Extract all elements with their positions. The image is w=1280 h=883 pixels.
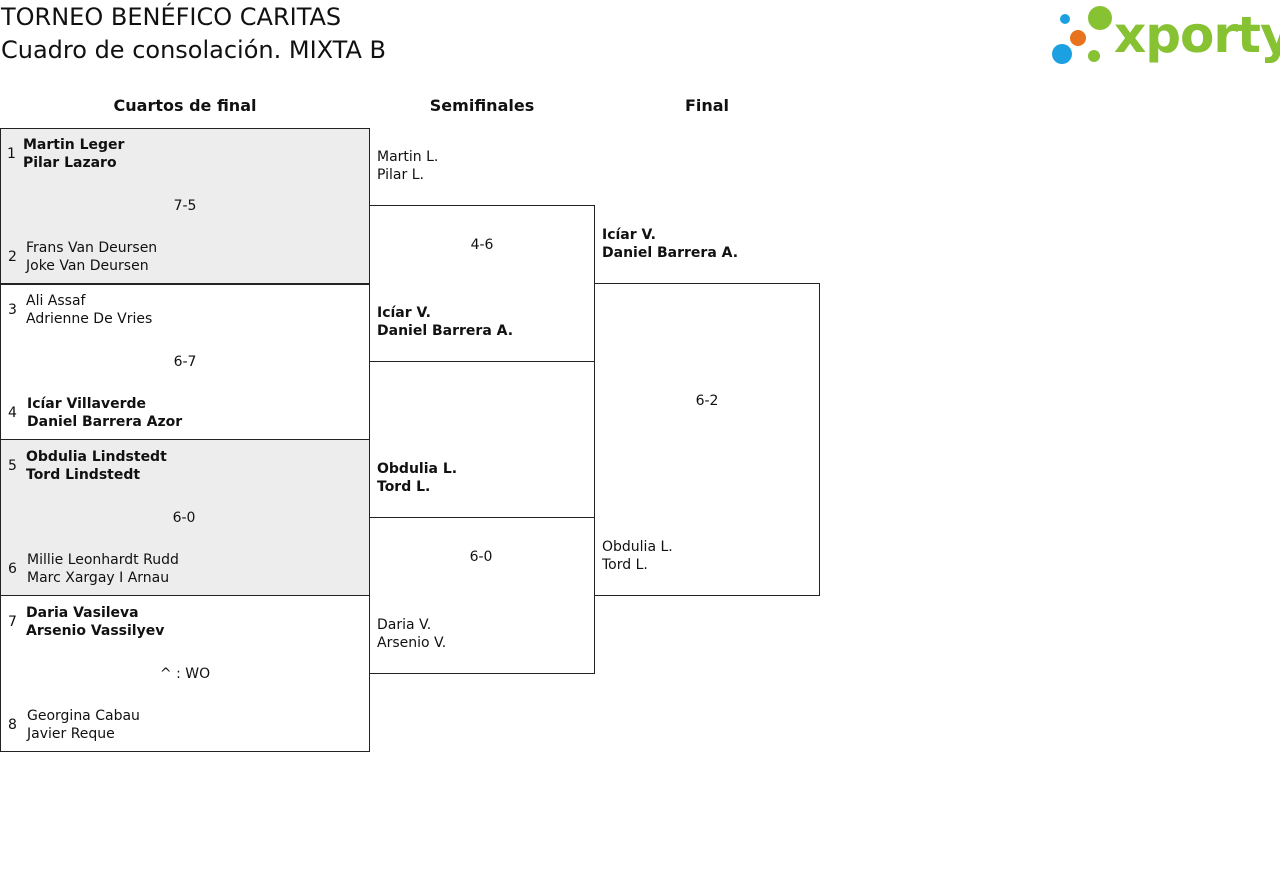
round-header-qf: Cuartos de final (113, 96, 257, 115)
player-name: Ali Assaf (26, 293, 86, 309)
sf2-team-a: Obdulia L. Tord L. (377, 460, 457, 496)
player-name: Tord L. (602, 557, 648, 573)
player-name: Georgina Cabau (27, 708, 140, 724)
seed-number: 5 (8, 458, 17, 474)
player-name: Frans Van Deursen (26, 240, 158, 256)
final-team-b: Obdulia L. Tord L. (602, 538, 673, 574)
logo-dot-green-small (1088, 50, 1100, 62)
qf3-team-b: Millie Leonhardt Rudd Marc Xargay I Arna… (27, 551, 179, 587)
qf3-team-a: Obdulia Lindstedt Tord Lindstedt (26, 448, 167, 484)
player-name: Joke Van Deursen (26, 258, 149, 274)
player-name: Pilar L. (377, 167, 424, 183)
player-name: Obdulia L. (602, 539, 673, 555)
seed-number: 6 (8, 561, 17, 577)
logo-dot-blue-small (1060, 14, 1070, 24)
player-name: Obdulia L. (377, 461, 458, 477)
draw-subtitle: Cuadro de consolación. MIXTA B (1, 36, 386, 64)
qf2-score: 6-7 (173, 354, 197, 370)
player-name: Daria Vasileva (26, 605, 139, 621)
seed-number: 2 (8, 249, 17, 265)
player-name: Tord L. (377, 479, 431, 495)
sf2-score: 6-0 (469, 549, 493, 565)
qf4-team-a: Daria Vasileva Arsenio Vassilyev (26, 604, 164, 640)
xporty-logo: xporty (1050, 4, 1280, 68)
qf2-team-a: Ali Assaf Adrienne De Vries (26, 292, 152, 328)
qf4-score: ^ : WO (159, 666, 211, 682)
qf3-score: 6-0 (172, 510, 196, 526)
sf1-team-b: Icíar V. Daniel Barrera A. (377, 304, 513, 340)
player-name: Marc Xargay I Arnau (27, 570, 170, 586)
qf2-team-b: Icíar Villaverde Daniel Barrera Azor (27, 395, 182, 431)
sf1-score: 4-6 (470, 237, 494, 253)
round-header-sf: Semifinales (429, 96, 535, 115)
player-name: Daniel Barrera A. (377, 323, 514, 339)
seed-number: 4 (8, 405, 17, 421)
qf1-team-a: Martin Leger Pilar Lazaro (23, 136, 124, 172)
seed-number: 8 (8, 717, 17, 733)
qf-match-1 (0, 128, 370, 285)
qf-match-3 (0, 439, 370, 596)
logo-wordmark: xporty (1114, 6, 1280, 64)
player-name: Martin L. (377, 149, 439, 165)
seed-number: 3 (8, 302, 17, 318)
player-name: Daniel Barrera A. (602, 245, 739, 261)
player-name: Javier Reque (27, 726, 115, 742)
round-header-final: Final (684, 96, 730, 115)
player-name: Martin Leger (23, 137, 125, 153)
logo-dot-green (1088, 6, 1112, 30)
logo-dot-orange (1070, 30, 1086, 46)
player-name: Millie Leonhardt Rudd (27, 552, 179, 568)
seed-number: 1 (7, 146, 16, 162)
player-name: Arsenio V. (377, 635, 447, 651)
player-name: Daria V. (377, 617, 432, 633)
final-match (594, 283, 820, 596)
player-name: Tord Lindstedt (26, 467, 141, 483)
tournament-title: TORNEO BENÉFICO CARITAS (1, 3, 342, 31)
qf1-team-b: Frans Van Deursen Joke Van Deursen (26, 239, 157, 275)
player-name: Icíar V. (377, 305, 431, 321)
sf2-team-b: Daria V. Arsenio V. (377, 616, 446, 652)
player-name: Adrienne De Vries (26, 311, 153, 327)
final-score: 6-2 (695, 393, 719, 409)
player-name: Arsenio Vassilyev (26, 623, 165, 639)
player-name: Pilar Lazaro (23, 155, 117, 171)
sf1-team-a: Martin L. Pilar L. (377, 148, 438, 184)
final-team-a: Icíar V. Daniel Barrera A. (602, 226, 738, 262)
player-name: Obdulia Lindstedt (26, 449, 167, 465)
player-name: Daniel Barrera Azor (27, 414, 183, 430)
player-name: Icíar Villaverde (27, 396, 147, 412)
logo-dot-blue (1052, 44, 1072, 64)
player-name: Icíar V. (602, 227, 656, 243)
qf1-score: 7-5 (173, 198, 197, 214)
qf4-team-b: Georgina Cabau Javier Reque (27, 707, 140, 743)
seed-number: 7 (8, 614, 17, 630)
